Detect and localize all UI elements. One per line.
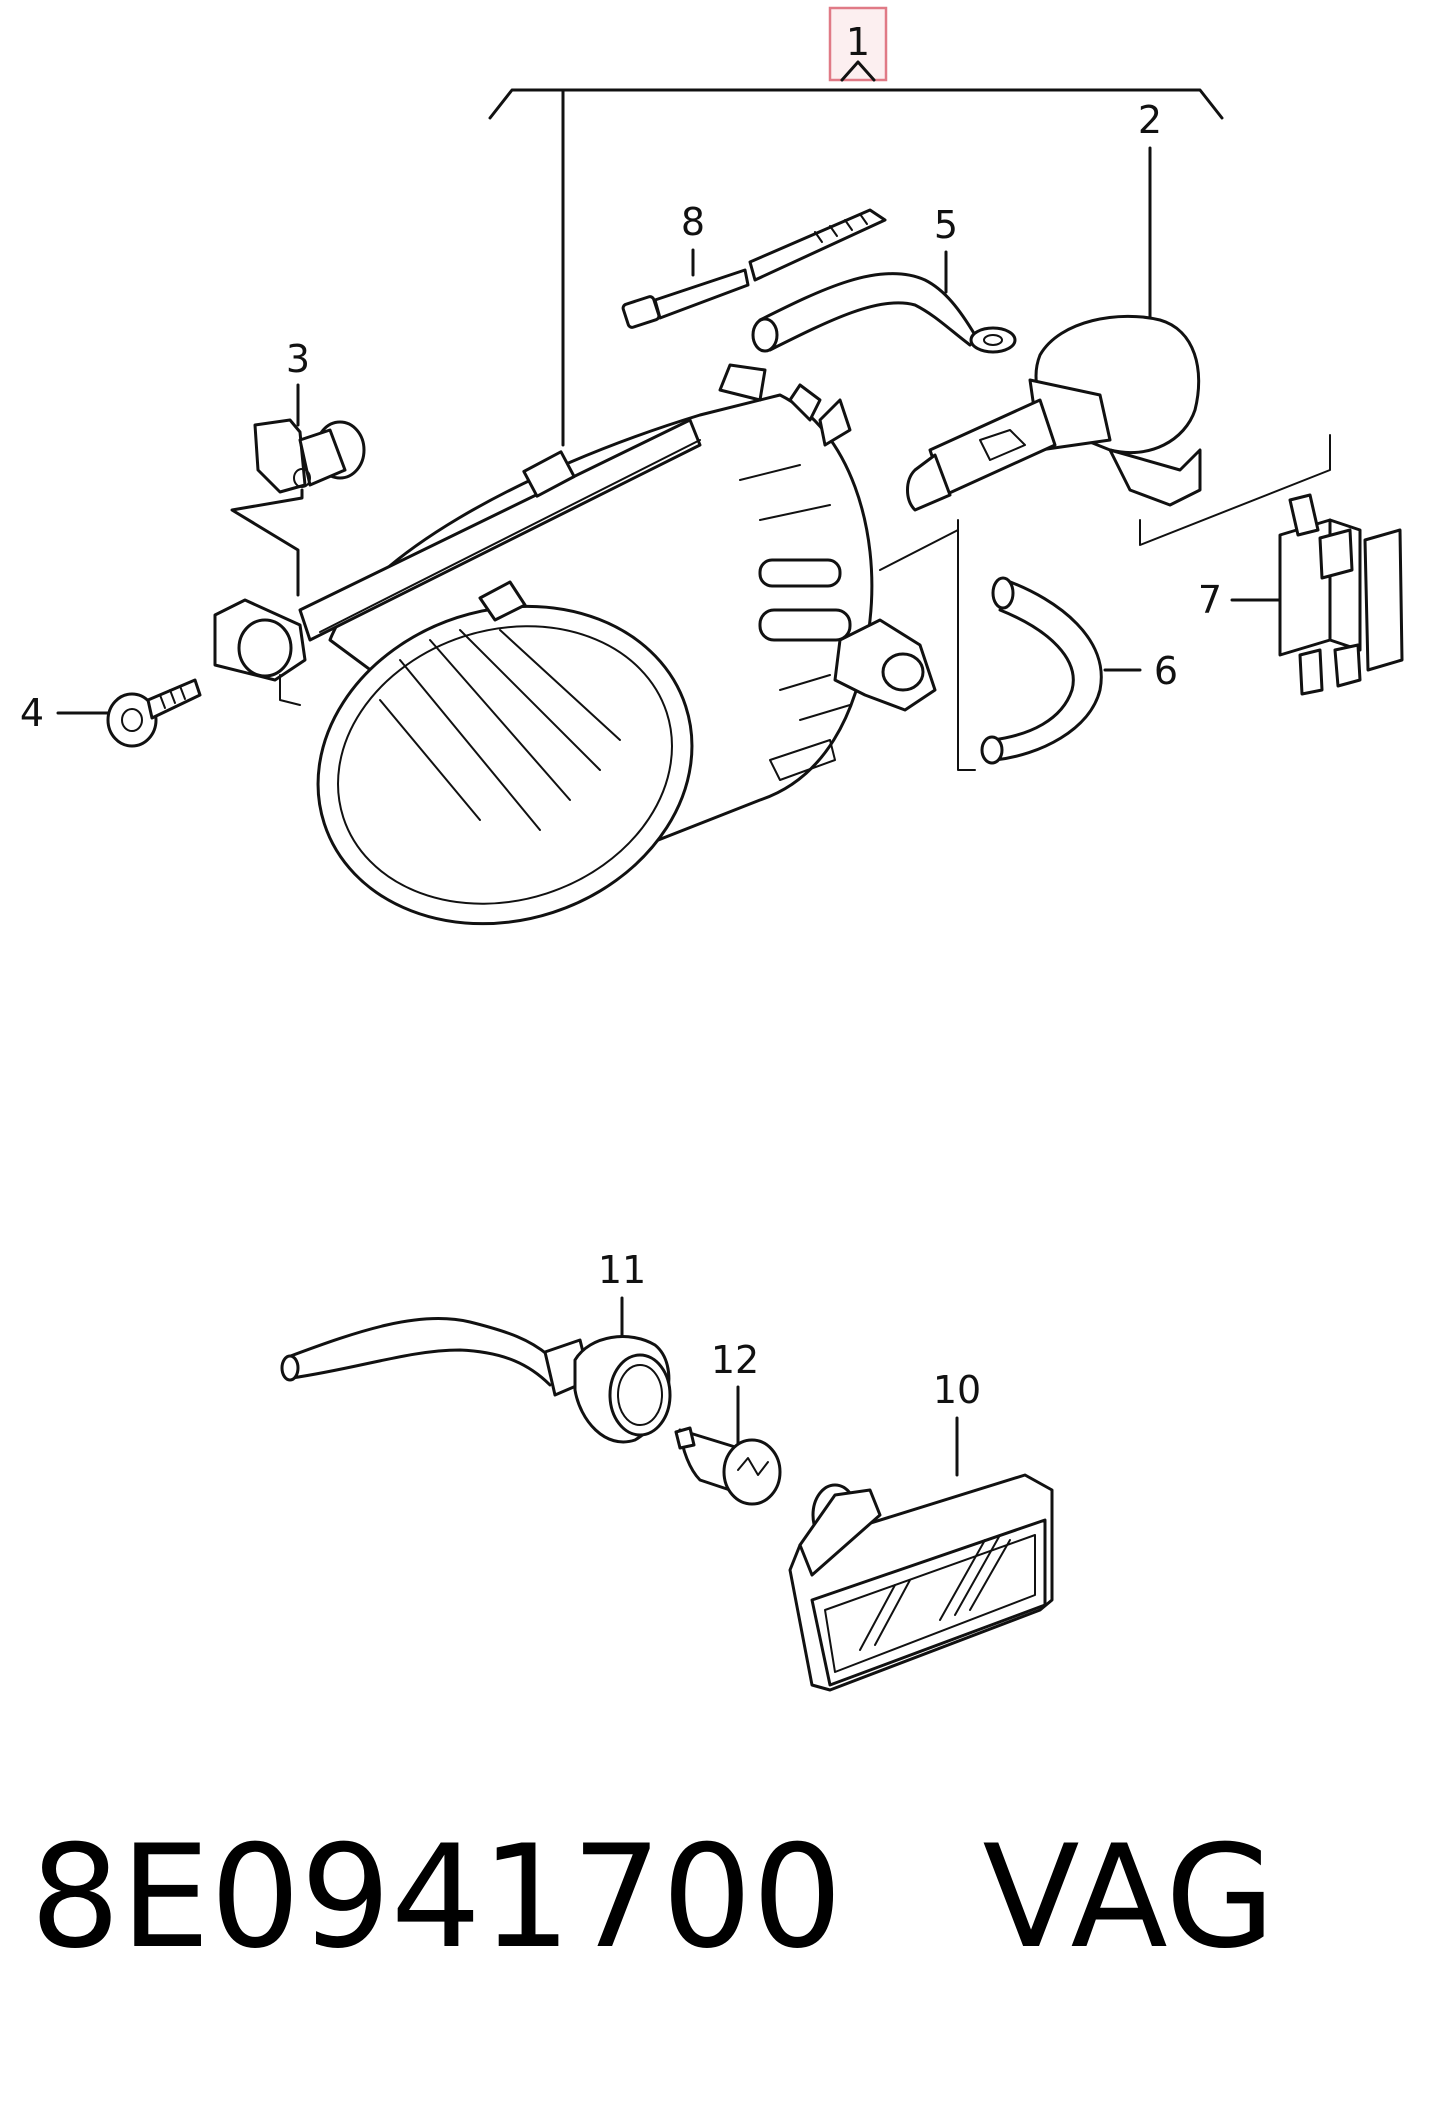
part-caption: 8E0941700 VAG bbox=[30, 1818, 1410, 1978]
callout-2-label: 2 bbox=[1138, 98, 1162, 142]
part-8-cable-tie[interactable]: 8 bbox=[621, 200, 887, 329]
part-2-bulb[interactable]: 2 bbox=[906, 98, 1202, 512]
callout-1-label: 1 bbox=[846, 20, 870, 64]
fog-lamp-housing bbox=[213, 363, 937, 926]
callout-1-group[interactable]: 1 bbox=[828, 6, 888, 82]
part-11-bulb-socket[interactable]: 11 bbox=[280, 1248, 672, 1444]
part-4-screw[interactable]: 4 bbox=[20, 678, 202, 748]
part-6-hose[interactable]: 6 bbox=[980, 576, 1178, 765]
callout-12-label: 12 bbox=[711, 1338, 759, 1382]
callout-11-label: 11 bbox=[598, 1248, 646, 1292]
callout-7-label: 7 bbox=[1198, 578, 1222, 622]
part-7-socket[interactable]: 7 bbox=[1198, 493, 1404, 696]
callout-3-label: 3 bbox=[286, 337, 310, 381]
part-10-side-marker[interactable]: 10 bbox=[788, 1368, 1054, 1692]
part-12-bulb[interactable]: 12 bbox=[674, 1338, 782, 1506]
callout-6-label: 6 bbox=[1154, 649, 1178, 693]
callout-5-label: 5 bbox=[934, 203, 958, 247]
part-number: 8E0941700 bbox=[30, 1815, 843, 1980]
lamp-guide-line bbox=[879, 529, 959, 571]
callout-1-arrow bbox=[840, 60, 876, 82]
hose-guide-line bbox=[957, 519, 976, 771]
socket-group-line bbox=[1139, 434, 1331, 546]
callout-1-highlight-box bbox=[828, 6, 888, 82]
callout-8-label: 8 bbox=[681, 200, 705, 244]
part-5-cable[interactable]: 5 bbox=[751, 203, 1017, 354]
assembly-bracket bbox=[488, 88, 1224, 120]
part-3-adjuster[interactable]: 3 bbox=[230, 337, 366, 597]
brand-name: VAG bbox=[982, 1815, 1276, 1980]
callout-4-label: 4 bbox=[20, 691, 44, 735]
callout-10-label: 10 bbox=[933, 1368, 981, 1412]
